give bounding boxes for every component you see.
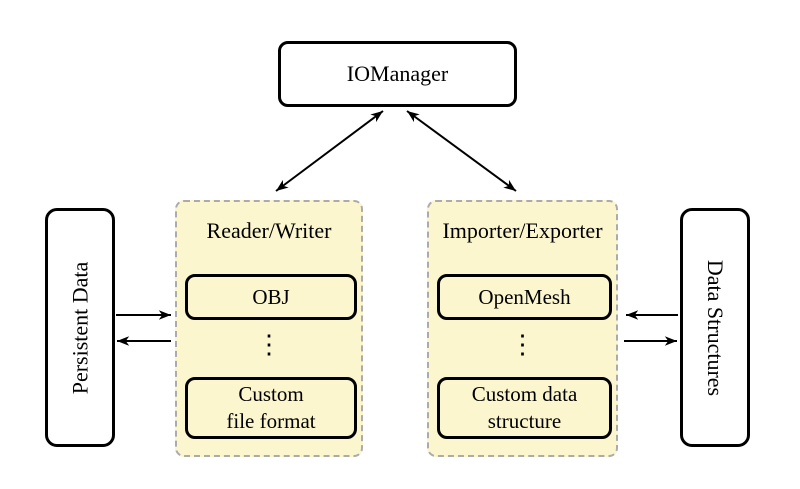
arrow-iomanager-importerexporter	[406, 110, 517, 192]
persistent-data-label: Persistent Data	[67, 261, 92, 394]
group-importer-exporter-title: Importer/Exporter	[442, 218, 603, 243]
group-importer-exporter: Importer/Exporter OpenMesh ⋮ Custom data…	[427, 200, 618, 457]
node-data-structures: Data Structures	[680, 208, 750, 447]
data-structures-label: Data Structures	[703, 259, 729, 396]
node-custom-data-structure: Custom data structure	[437, 377, 612, 439]
node-iomanager: IOManager	[278, 41, 517, 107]
node-openmesh: OpenMesh	[437, 274, 612, 320]
node-persistent-data: Persistent Data	[45, 208, 115, 447]
group-reader-writer: Reader/Writer OBJ ⋮ Custom file format	[175, 200, 363, 457]
ellipsis-importer-exporter: ⋮	[509, 330, 536, 359]
arrow-iomanager-readerwriter	[275, 110, 384, 192]
node-obj: OBJ	[185, 274, 357, 320]
group-reader-writer-title: Reader/Writer	[206, 218, 332, 243]
node-custom-file-format: Custom file format	[185, 377, 357, 439]
ellipsis-reader-writer: ⋮	[256, 330, 282, 359]
